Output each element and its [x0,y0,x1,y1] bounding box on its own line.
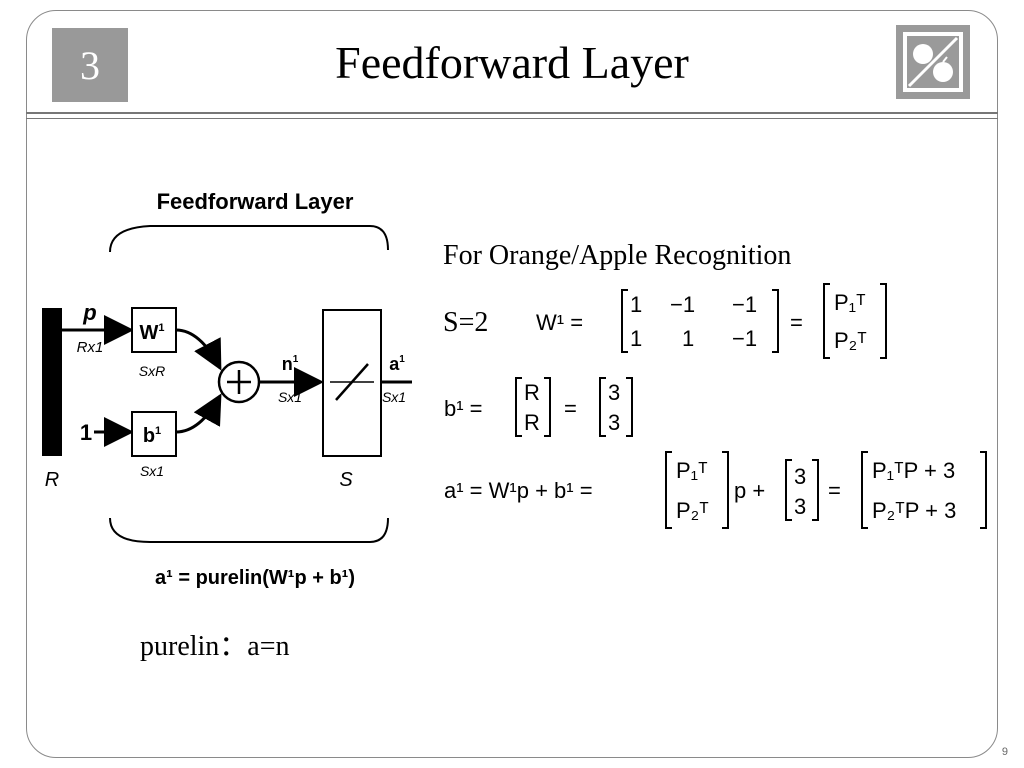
svg-text:1: 1 [630,326,642,351]
title-rule-thin [26,118,998,119]
net-label: n1 [282,354,299,374]
svg-text:P₂ᵀ: P₂ᵀ [676,498,709,523]
bias-dim: Sx1 [140,463,164,479]
svg-text:3: 3 [608,380,620,405]
bias-input-label: 1 [80,420,92,445]
svg-text:a¹ = W¹p + b¹ =: a¹ = W¹p + b¹ = [444,478,593,503]
svg-text:p +: p + [734,478,765,503]
bias-vector-equation: b¹ = RR = 3 3 [444,377,633,437]
page-number: 9 [1001,746,1008,758]
svg-text:3: 3 [608,410,620,435]
recognition-caption: For Orange/Apple Recognition [443,240,792,271]
weight-dim: SxR [139,363,165,379]
diagram-equation: a¹ = purelin(W¹p + b¹) [155,567,355,589]
svg-text:b¹ =: b¹ = [444,396,483,421]
slide-frame [26,10,998,758]
svg-text:P₁ᵀP + 3: P₁ᵀP + 3 [872,458,955,483]
svg-text:W¹ =: W¹ = [536,310,583,335]
layer-label: S [339,469,353,491]
s-value: S=2 [443,307,489,338]
svg-text:=: = [564,396,577,421]
output-label: a1 [389,354,405,374]
purelin-definition: purelin：a=n [140,631,290,662]
svg-text:=: = [790,310,803,335]
weight-to-sum [175,328,222,371]
feedforward-diagram: Feedforward Layer R p Rx1 W1 SxR 1 b1 Sx… [42,189,412,589]
input-dim: Rx1 [77,339,104,356]
diagram-heading: Feedforward Layer [157,189,354,214]
svg-text:−1: −1 [732,292,757,317]
svg-text:P₁ᵀ: P₁ᵀ [676,458,708,483]
weight-label: W1 [139,322,164,344]
svg-text:P₂ᵀP + 3: P₂ᵀP + 3 [872,498,956,523]
svg-text:P₁ᵀ: P₁ᵀ [834,290,866,315]
bias-label: b1 [143,425,161,447]
svg-text:R: R [524,380,540,405]
logo-icon [896,25,970,99]
svg-text:=: = [828,478,841,503]
svg-text:1: 1 [682,326,694,351]
slide-title: Feedforward Layer [335,37,689,88]
weight-matrix-equation: W¹ = 1 −1 −1 1 1 −1 = P₁ᵀ P₂ᵀ [536,283,887,359]
chapter-number-box: 3 [52,28,128,102]
svg-text:R: R [524,410,540,435]
net-dim: Sx1 [278,389,302,405]
input-bar-label: R [45,469,59,491]
svg-text:−1: −1 [670,292,695,317]
input-label: p [82,300,96,325]
svg-text:3: 3 [794,464,806,489]
bias-box [131,411,177,457]
bias-to-sum [175,393,222,434]
bottom-brace [109,517,389,543]
svg-text:1: 1 [630,292,642,317]
output-dim: Sx1 [382,389,406,405]
top-brace [109,225,389,253]
title-rule [26,112,998,114]
svg-text:P₂ᵀ: P₂ᵀ [834,328,867,353]
input-bar [42,308,62,456]
svg-text:3: 3 [794,494,806,519]
svg-text:−1: −1 [732,326,757,351]
